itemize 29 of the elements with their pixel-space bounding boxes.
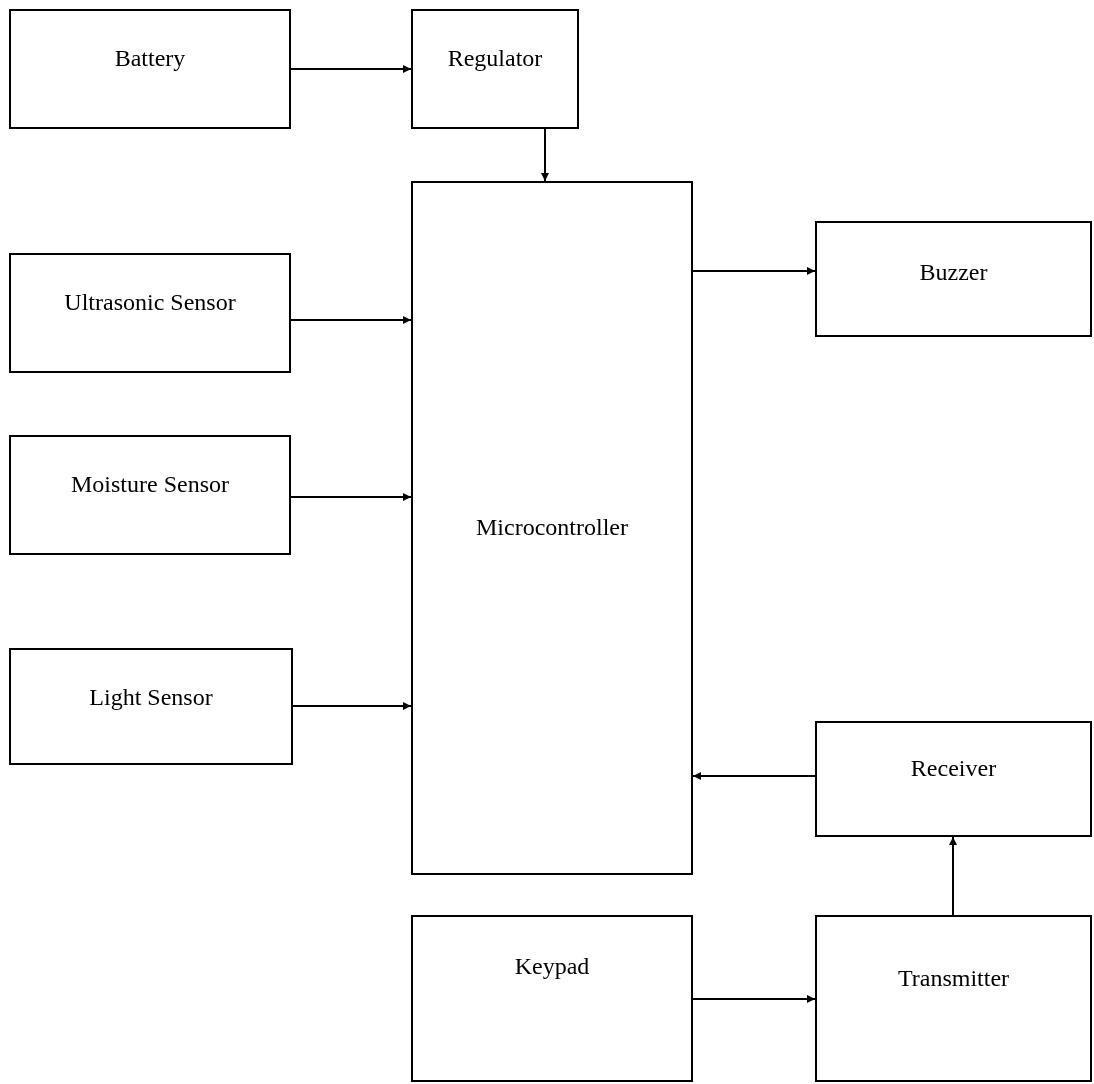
block-box (411, 915, 693, 1082)
block-box (9, 648, 293, 765)
block-label: Ultrasonic Sensor (64, 289, 236, 317)
block-box (411, 9, 579, 129)
block-box (815, 721, 1092, 837)
block-box (815, 915, 1092, 1082)
block-label: Light Sensor (89, 684, 213, 712)
arrow (692, 772, 816, 780)
block-label: Microcontroller (476, 514, 628, 542)
block-label: Transmitter (897, 965, 1010, 993)
arrow (692, 995, 816, 1003)
arrow (290, 316, 412, 324)
arrow (290, 65, 412, 73)
arrow (290, 493, 412, 501)
block-label: Moisture Sensor (71, 471, 229, 499)
arrow (692, 267, 816, 275)
block-label: Regulator (447, 45, 543, 73)
block-box (9, 435, 291, 555)
block-box (411, 181, 693, 875)
block-box (815, 221, 1092, 337)
arrow (949, 836, 957, 916)
block-label: Keypad (514, 953, 590, 981)
block-label: Receiver (910, 755, 997, 783)
block-box (9, 9, 291, 129)
arrow (292, 702, 412, 710)
block-label: Battery (114, 45, 186, 73)
block-label: Buzzer (919, 259, 988, 287)
block-box (9, 253, 291, 373)
arrow (541, 128, 549, 182)
